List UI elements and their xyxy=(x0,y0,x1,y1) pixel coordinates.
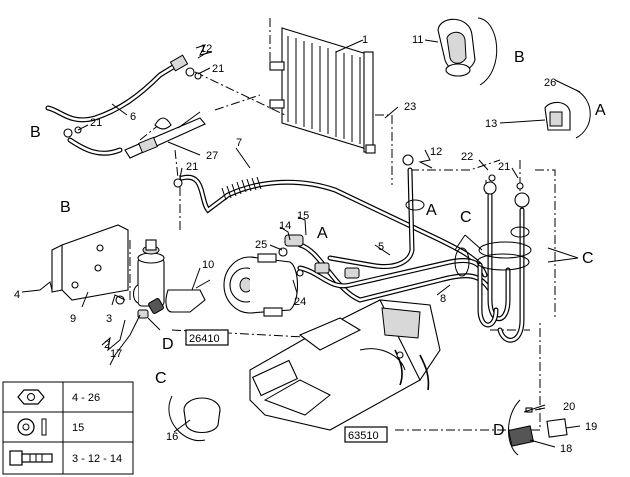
pipe-7 xyxy=(173,174,483,268)
reference-box-compressor: 26410 xyxy=(185,329,229,346)
callout-15: 15 xyxy=(297,210,309,222)
view-letter-c-mid: C xyxy=(460,209,472,226)
view-letter-b-top-right: B xyxy=(514,49,525,66)
callout-numbers: 1 2 3 4 5 6 7 8 9 10 11 12 12 13 14 15 1… xyxy=(14,34,597,455)
nut-icon xyxy=(17,389,45,405)
callout-12-top: 12 xyxy=(200,43,212,55)
view-letters: A B B B A A C C C D D xyxy=(30,49,606,439)
callout-24: 24 xyxy=(294,296,306,308)
callout-13: 13 xyxy=(485,118,497,130)
callout-17: 17 xyxy=(110,348,122,360)
evaporator-hoses xyxy=(405,174,532,343)
pipe-5 xyxy=(327,154,415,269)
callout-25: 25 xyxy=(255,239,267,251)
clamp-10 xyxy=(165,279,211,313)
pressure-switch xyxy=(115,295,164,319)
view-letter-a-top-right: A xyxy=(595,102,606,119)
callout-14: 14 xyxy=(279,220,291,232)
view-letter-d-left: D xyxy=(162,336,174,353)
callout-23: 23 xyxy=(404,101,416,113)
legend-row-bolt-text: 3 - 12 - 14 xyxy=(72,453,122,465)
leader-lines xyxy=(21,39,581,448)
view-letter-b-bracket: B xyxy=(60,199,71,216)
callout-27: 27 xyxy=(206,150,218,162)
callout-10: 10 xyxy=(202,259,214,271)
view-letter-c-right: C xyxy=(582,250,594,267)
callout-22: 22 xyxy=(461,151,473,163)
view-letter-b-left: B xyxy=(30,124,41,141)
condenser xyxy=(269,27,376,154)
callout-21-b: 21 xyxy=(90,117,102,129)
hvac-unit xyxy=(249,299,441,431)
callout-21-a: 21 xyxy=(212,63,224,75)
clip-11 xyxy=(437,17,498,86)
callout-6: 6 xyxy=(130,111,136,123)
legend-row-nut-text: 4 - 26 xyxy=(72,392,100,404)
callout-11: 11 xyxy=(412,34,423,46)
callout-2: 2 xyxy=(104,339,110,351)
callout-12-mid: 12 xyxy=(430,146,442,158)
view-letter-a-upper: A xyxy=(317,225,328,242)
reference-code-compressor: 26410 xyxy=(189,333,220,345)
hose-fitting-left xyxy=(63,126,123,156)
clip-13 xyxy=(544,79,591,139)
receiver-drier xyxy=(132,239,165,307)
connector-detail-d xyxy=(507,399,568,456)
washer-icon xyxy=(17,418,47,436)
callout-18: 18 xyxy=(560,443,572,455)
callout-9: 9 xyxy=(70,313,76,325)
callout-26: 26 xyxy=(544,77,556,89)
callout-8: 8 xyxy=(440,293,446,305)
clamp-16-detail xyxy=(168,395,221,442)
callout-19: 19 xyxy=(585,421,597,433)
callout-5: 5 xyxy=(378,241,384,253)
view-letter-d-detail: D xyxy=(493,422,505,439)
bracket-9 xyxy=(51,224,129,301)
callout-7: 7 xyxy=(236,137,242,149)
callout-21-d: 21 xyxy=(498,161,510,173)
callout-20: 20 xyxy=(563,401,575,413)
legend-row-washer-text: 15 xyxy=(72,422,84,434)
compressor xyxy=(223,253,299,317)
callout-1: 1 xyxy=(362,34,368,46)
pipe-6 xyxy=(45,54,202,123)
callout-3: 3 xyxy=(106,313,112,325)
callout-21-c: 21 xyxy=(186,161,198,173)
view-letter-a-center: A xyxy=(426,202,437,219)
valve-assembly-27 xyxy=(124,111,206,159)
view-letter-c-detail: C xyxy=(155,370,167,387)
callout-16: 16 xyxy=(166,431,178,443)
fastener-legend: 4 - 26 15 3 - 12 - 14 xyxy=(2,381,134,475)
reference-code-heater-unit: 63510 xyxy=(348,430,379,442)
bolt-icon xyxy=(9,450,53,466)
callout-4: 4 xyxy=(14,289,20,301)
reference-box-heater-unit: 63510 xyxy=(344,426,388,443)
